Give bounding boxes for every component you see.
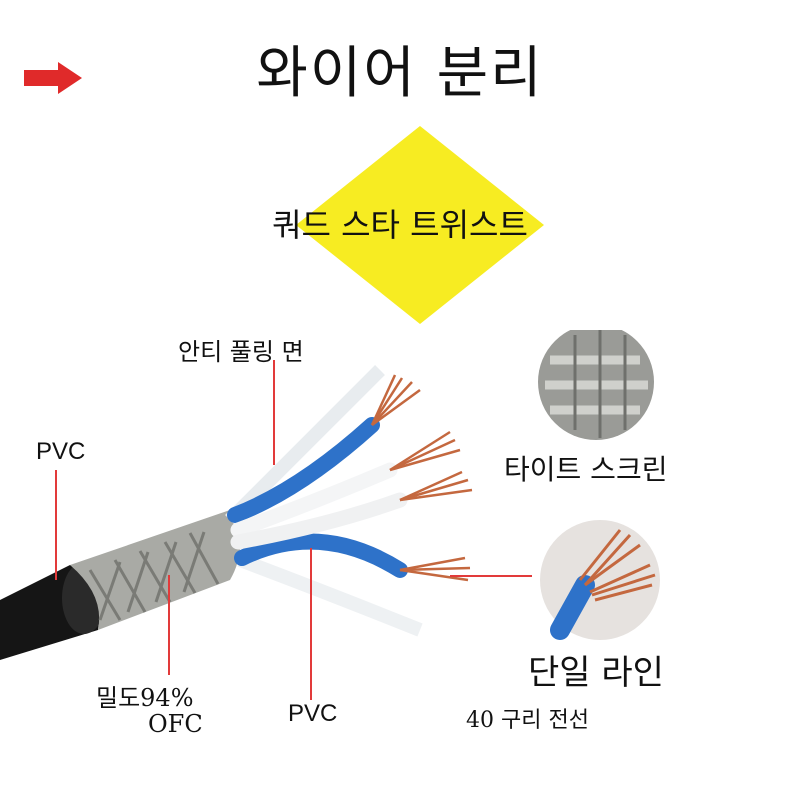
red-arrow-icon bbox=[24, 62, 82, 94]
quad-star-twist-label: 쿼드 스타 트위스트 bbox=[272, 206, 528, 244]
ofc-label: OFC bbox=[148, 710, 203, 738]
pvc-outer-label: PVC bbox=[36, 438, 86, 465]
single-line-label: 단일 라인 bbox=[528, 653, 664, 693]
yellow-diamond-shape bbox=[296, 126, 544, 324]
pvc-inner-label: PVC bbox=[288, 700, 338, 727]
leader-line-copper bbox=[450, 575, 532, 577]
copper-wire-label: 40 구리 전선 bbox=[466, 708, 589, 733]
leader-line-pvc-outer bbox=[55, 470, 57, 580]
page-title: 와이어 분리 bbox=[256, 41, 544, 106]
leader-line-anti-pull bbox=[273, 360, 275, 465]
density-label: 밀도94% bbox=[96, 684, 194, 712]
leader-line-pvc-inner bbox=[310, 548, 312, 700]
tight-screen-label: 타이트 스크린 bbox=[504, 453, 668, 486]
anti-pull-label: 안티 풀링 면 bbox=[178, 338, 304, 366]
cable-illustration bbox=[0, 330, 660, 660]
leader-line-density bbox=[168, 575, 170, 675]
